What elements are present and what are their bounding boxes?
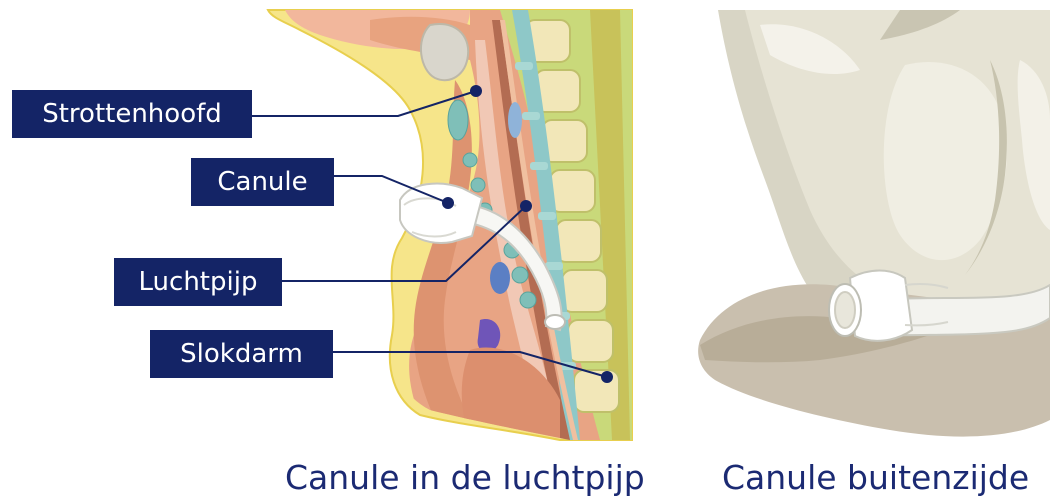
caption-left: Canule in de luchtpijp xyxy=(285,458,645,497)
external-neck-illustration xyxy=(698,10,1050,437)
label-trachea: Luchtpijp xyxy=(114,258,282,306)
caption-right: Canule buitenzijde xyxy=(722,458,1029,497)
label-cannula: Canule xyxy=(191,158,334,206)
label-larynx: Strottenhoofd xyxy=(12,90,252,138)
label-esophagus: Slokdarm xyxy=(150,330,333,378)
